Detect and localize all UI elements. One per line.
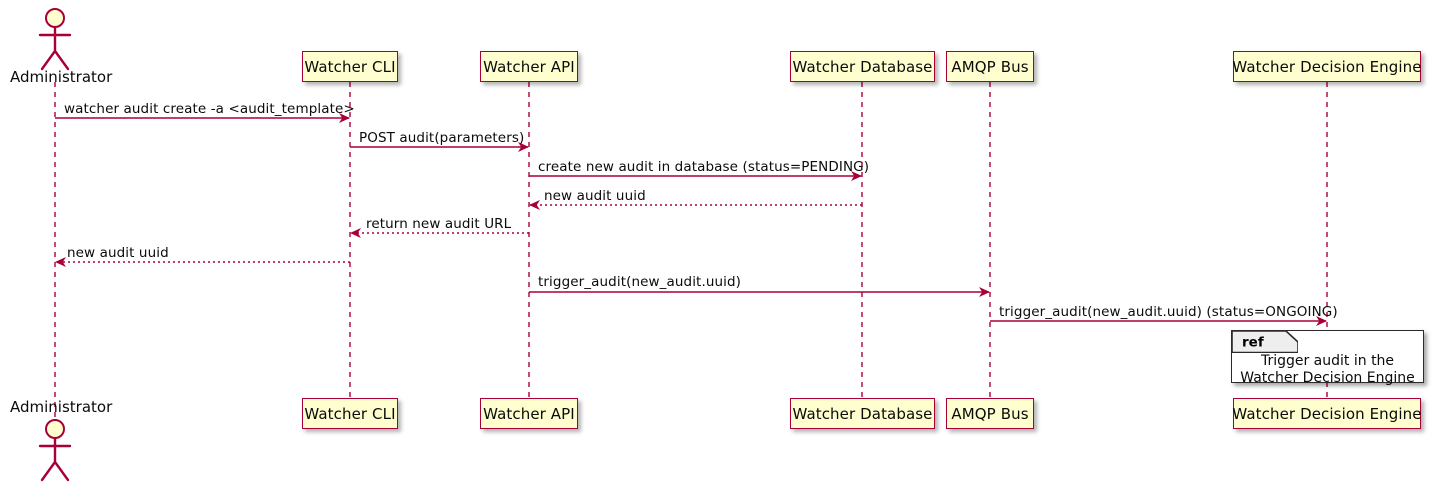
participant-box-cli-top: Watcher CLI xyxy=(302,51,398,82)
participant-box-engine-bottom: Watcher Decision Engine xyxy=(1232,398,1422,429)
ref-body-line-1: Trigger audit in the xyxy=(1260,353,1395,369)
messages-group xyxy=(55,113,1327,326)
participant-box-amqp-bottom: AMQP Bus xyxy=(946,398,1034,429)
ref-body-line-2: Watcher Decision Engine xyxy=(1240,370,1415,386)
actor-figure-administrator xyxy=(38,419,72,482)
participant-box-api-top: Watcher API xyxy=(480,51,578,82)
message-label-2: POST audit(parameters) xyxy=(359,130,525,146)
message-label-7: trigger_audit(new_audit.uuid) xyxy=(538,274,742,290)
actor-figures-group xyxy=(38,8,72,482)
message-label-5: return new audit URL xyxy=(366,216,512,232)
participant-box-engine-top: Watcher Decision Engine xyxy=(1232,51,1422,82)
actor-figure-administrator xyxy=(38,8,72,71)
participant-box-db-bottom: Watcher Database xyxy=(790,398,935,429)
message-label-4: new audit uuid xyxy=(544,188,646,204)
ref-tag-notch-icon: ref xyxy=(1232,331,1298,353)
actor-label-administrator-top: Administrator xyxy=(10,68,113,86)
message-label-6: new audit uuid xyxy=(67,245,169,261)
message-label-8: trigger_audit(new_audit.uuid) (status=ON… xyxy=(999,304,1338,320)
actor-label-administrator-bottom: Administrator xyxy=(10,398,113,416)
participant-box-cli-bottom: Watcher CLI xyxy=(302,398,398,429)
message-label-3: create new audit in database (status=PEN… xyxy=(538,159,870,175)
message-label-1: watcher audit create -a <audit_template> xyxy=(64,101,355,117)
lifelines-group xyxy=(54,82,1328,418)
participant-box-amqp-top: AMQP Bus xyxy=(946,51,1034,82)
participant-box-db-top: Watcher Database xyxy=(790,51,935,82)
svg-text:ref: ref xyxy=(1242,335,1264,351)
participant-box-api-bottom: Watcher API xyxy=(480,398,578,429)
